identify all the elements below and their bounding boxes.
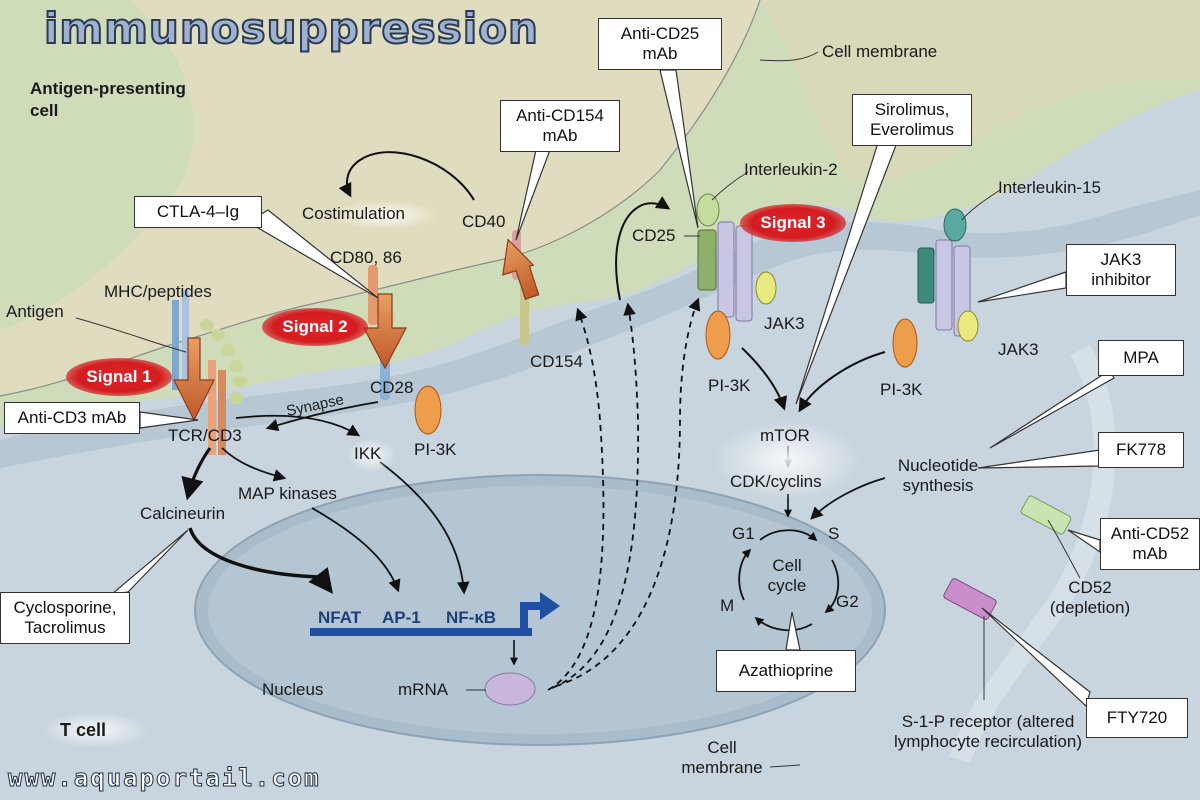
drug-cyclosporine: Cyclosporine, Tacrolimus [0,592,130,644]
nfkb-label: NF-κB [446,608,497,627]
nfat-label: NFAT [318,608,362,627]
cell-cycle-label: Cell cycle [767,556,807,595]
drug-anti-cd25: Anti-CD25 mAb [598,18,722,70]
glow-pad [330,200,440,230]
signal-2-arrow [363,293,407,370]
mtor-label: mTOR [760,426,810,445]
site-footer: www.aquaportail.com [8,764,321,793]
il2-receptor [696,193,777,360]
mrna-shape [484,672,536,706]
ap1-label: AP-1 [382,608,421,627]
pi3k-label-2: PI-3K [708,376,751,395]
tcell-label: T cell [60,720,107,740]
glow-pad [40,712,150,748]
glow-pad [346,438,396,472]
il15-label: Interleukin-15 [998,178,1102,197]
antigen-label: Antigen [6,302,64,321]
g2-label: G2 [836,592,859,611]
map-kinases-label: MAP kinases [238,484,337,503]
s1p-label: S-1-P receptor (altered lymphocyte recir… [893,712,1082,751]
signal-2-badge: Signal 2 [262,308,368,346]
mhc-tcr-complex [172,290,247,455]
pi3k-mtor-arrow-left [741,347,788,411]
tcr-calcineurin-arrow [181,447,212,501]
drug-jak3-inhibitor: JAK3 inhibitor [1066,244,1176,296]
nucleotide-label: Nucleotide synthesis [897,456,979,495]
drug-anti-cd154: Anti-CD154 mAb [500,100,620,152]
cd25-curve-arrow [615,196,671,301]
apc-beige [0,0,760,395]
jak3-label-2: JAK3 [998,340,1039,359]
drug-mpa: MPA [1098,340,1184,376]
il15-receptor [892,208,979,368]
cd25-label: CD25 [632,226,676,245]
ikk-nfkb-arrow [379,461,470,595]
cd154-receptor [520,285,529,345]
leader-lines [75,51,1081,768]
apc-label: Antigen-presenting cell [30,79,186,120]
pi3k-mtor-arrow-right [798,351,886,413]
cd28-label: CD28 [370,378,414,397]
nucleus-label: Nucleus [262,680,324,699]
calcineurin-label: Calcineurin [140,504,226,523]
cell-cycle-ring [738,529,840,632]
synapse-arrow [265,401,379,432]
mrna-label: mRNA [398,680,449,699]
nucleotide-cycle-arrow [810,477,886,520]
gene-bar [310,628,532,636]
g1-label: G1 [732,524,755,543]
page-title: immunosuppression [43,3,539,54]
drug-fty720: FTY720 [1086,698,1188,738]
cell-membrane-top-label: Cell membrane [822,42,938,61]
pi3k-label-3: PI-3K [880,380,923,399]
cd52-label: CD52 (depletion) [1049,578,1131,617]
signal-1-arrow [173,337,215,422]
pi3k-cd28 [414,385,442,435]
drug-anti-cd52: Anti-CD52 mAb [1100,518,1200,570]
map-ap1-arrow [311,507,401,593]
cd154-label: CD154 [530,352,583,371]
cell-edge-highlight [949,344,1116,764]
tcr-ikk-arrow [235,414,361,437]
cd80-label: CD80, 86 [330,248,402,267]
promoter-arrow [520,592,560,628]
drug-azathioprine: Azathioprine [716,650,856,692]
tcr-label: TCR/CD3 [168,426,242,445]
pi3k-label-1: PI-3K [414,440,457,459]
m-label: M [720,596,735,615]
il2-label: Interleukin-2 [744,160,838,179]
drug-sirolimus: Sirolimus, Everolimus [852,94,972,146]
cd40-arrow [502,238,540,300]
drug-ctla4-ig: CTLA-4–Ig [134,196,262,228]
cd52-marker [1020,495,1072,535]
s-label: S [828,524,840,543]
cd40-label: CD40 [462,212,506,231]
tcr-map-arrow [221,447,287,482]
drug-anti-cd3: Anti-CD3 mAb [4,402,140,434]
signal-1-badge: Signal 1 [66,358,172,396]
ikk-label: IKK [354,444,382,463]
tcell-membrane [0,190,1200,468]
calcineurin-nfat-arrow [188,527,333,594]
costim-arrow [338,151,475,201]
mrna-cd154-arrow [547,307,605,691]
cell-membrane-bottom-label: Cell membrane [681,738,763,777]
mhc-label: MHC/peptides [104,282,212,301]
signal-3-badge: Signal 3 [740,204,846,242]
mrna-cd25-arrow-1 [551,302,640,689]
mrna-cd25-arrow-2 [555,297,701,687]
cdk-label: CDK/cyclins [730,472,822,491]
drug-fk778: FK778 [1098,432,1184,468]
costimulation-label: Costimulation [302,204,405,223]
jak3-label-1: JAK3 [764,314,805,333]
glow-pad [712,420,862,500]
